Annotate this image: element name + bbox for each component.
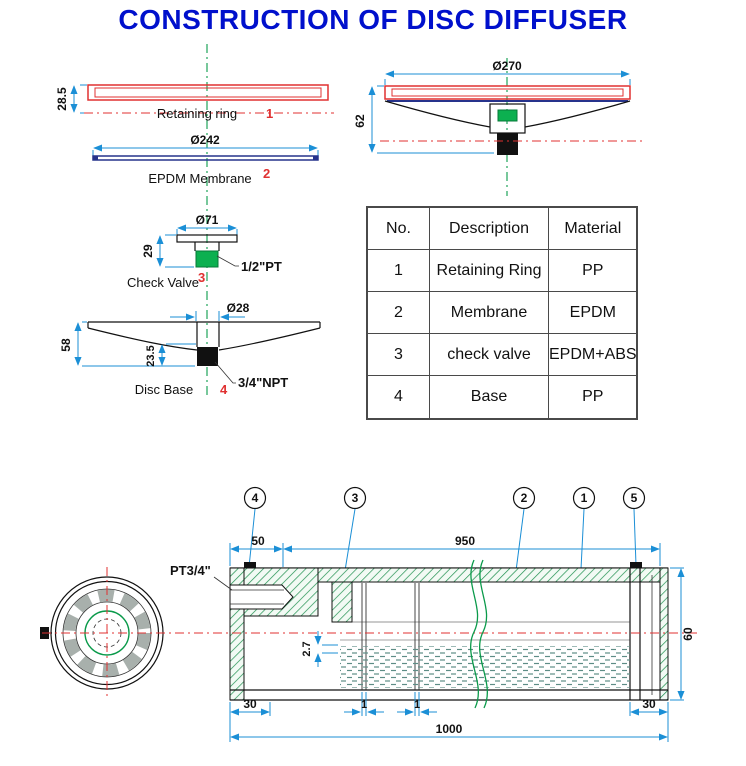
item-number-4: 4	[220, 382, 228, 397]
callout-1-balloon: 1	[572, 486, 596, 510]
table-header-material: Material	[549, 208, 637, 250]
right-clip	[630, 562, 642, 568]
dim-base-hub: 23.5	[145, 345, 157, 366]
dim-membrane-thickness: 2.7	[301, 641, 313, 656]
table-cell-row3-description: check valve	[430, 334, 549, 376]
valve-seat-block	[331, 581, 353, 623]
perforated-membrane-area	[340, 646, 630, 688]
disc-base-view: Ø28 58 23.5 3/4"NPT Disc Base 4	[59, 301, 321, 397]
table-cell-row2-description: Membrane	[430, 292, 549, 334]
table-header-description: Description	[430, 208, 549, 250]
table-cell-row2-material: EPDM	[549, 292, 637, 334]
retaining-ring-label: Retaining ring	[157, 106, 237, 121]
item-number-3: 3	[198, 270, 205, 285]
disc-base-label: Disc Base	[135, 382, 194, 397]
table-cell-row3-no: 3	[368, 334, 430, 376]
dim-60: 60	[681, 627, 695, 641]
materials-table: No. Description Material 1 Retaining Rin…	[366, 206, 638, 420]
membrane-thickness-dim: 2.7	[301, 631, 338, 667]
table-cell-row2-no: 2	[368, 292, 430, 334]
retaining-ring-view: 28.5 Retaining ring 1	[55, 84, 334, 121]
tube-section-view: 4 3 2 1 5	[40, 486, 700, 742]
callout-3-number: 3	[352, 491, 359, 505]
check-valve-label: Check Valve	[127, 275, 199, 290]
table-cell-row4-description: Base	[430, 376, 549, 418]
base-thread-label: 3/4"NPT	[238, 375, 288, 390]
exploded-views: 28.5 Retaining ring 1 Ø242 EPDM Membrane…	[55, 44, 334, 398]
dim-valve-dia: Ø71	[196, 213, 219, 227]
section-thread-label: PT3/4"	[170, 563, 211, 578]
dim-assembled-height: 62	[353, 114, 367, 128]
dim-valve-height: 29	[141, 244, 155, 258]
dim-assembled-dia: Ø270	[492, 59, 522, 73]
tube-body	[42, 559, 700, 709]
break-line-2	[478, 559, 489, 709]
callout-2-balloon: 2	[512, 486, 536, 510]
height-dimension: 60	[670, 567, 695, 701]
dim-30-left: 30	[243, 697, 257, 711]
callout-2-number: 2	[521, 491, 528, 505]
left-clip	[244, 562, 256, 568]
table-cell-row1-no: 1	[368, 250, 430, 292]
bottom-dimensions: 30 1 1 30 1000	[229, 692, 669, 742]
break-line	[469, 559, 480, 709]
dim-50: 50	[251, 534, 265, 548]
membrane-label: EPDM Membrane	[148, 171, 251, 186]
callout-5-balloon: 5	[622, 486, 646, 510]
dim-base-neck-dia: Ø28	[227, 301, 250, 315]
dim-30-right: 30	[642, 697, 656, 711]
callout-3-balloon: 3	[343, 486, 367, 510]
dim-1-a: 1	[361, 699, 367, 711]
table-cell-row1-material: PP	[549, 250, 637, 292]
check-valve-view: Ø71 29 1/2"PT Check Valve 3	[127, 213, 282, 290]
top-dimensions: 50 950	[229, 534, 661, 567]
dim-1-b: 1	[414, 699, 420, 711]
table-cell-row4-no: 4	[368, 376, 430, 418]
table-cell-row1-description: Retaining Ring	[430, 250, 549, 292]
dim-950: 950	[455, 534, 475, 548]
item-number-1: 1	[266, 106, 273, 121]
callout-5-number: 5	[631, 491, 638, 505]
callout-4-number: 4	[252, 491, 259, 505]
table-cell-row4-material: PP	[582, 388, 604, 405]
dim-base-height: 58	[59, 338, 73, 352]
table-cell-row3-material: EPDM+ABS	[549, 334, 637, 376]
callout-1-number: 1	[581, 491, 588, 505]
membrane-view: Ø242 EPDM Membrane 2	[92, 133, 319, 186]
dim-membrane-dia: Ø242	[190, 133, 220, 147]
dim-ring-height: 28.5	[55, 87, 69, 111]
thread-bore	[229, 584, 294, 610]
table-header-no: No.	[368, 208, 430, 250]
callout-4-balloon: 4	[243, 486, 267, 510]
item-number-2: 2	[263, 166, 270, 181]
page-title: CONSTRUCTION OF DISC DIFFUSER	[118, 4, 628, 35]
assembled-view: Ø270 62	[353, 58, 642, 196]
dim-1000: 1000	[436, 722, 463, 736]
valve-thread-label: 1/2"PT	[241, 259, 282, 274]
